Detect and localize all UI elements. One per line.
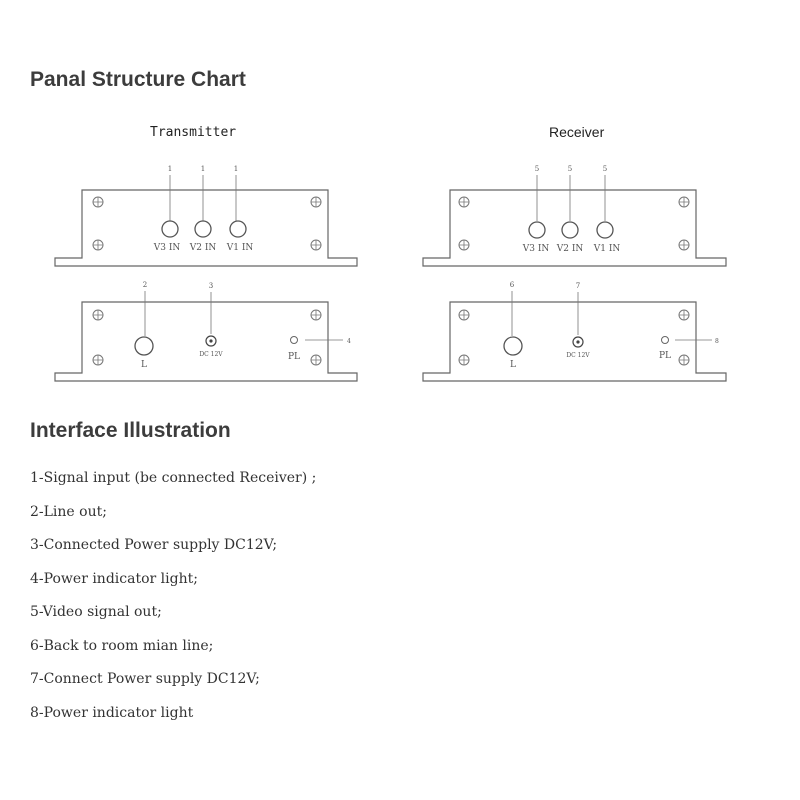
callout-number: 1 (168, 165, 172, 173)
video-input-jack (161, 220, 179, 238)
list-item: 6-Back to room mian line; (30, 637, 214, 654)
callout-number: 4 (347, 338, 351, 345)
callout-number: 5 (535, 165, 539, 173)
port-label: V3 IN (522, 244, 550, 254)
device-body-outline (422, 189, 727, 267)
list-item: 8-Power indicator light (30, 704, 194, 721)
list-item: 7-Connect Power supply DC12V; (30, 671, 260, 687)
device-body-outline (54, 189, 358, 267)
callout-number: 3 (209, 282, 213, 290)
mount-screws (458, 196, 690, 251)
list-item: 3-Connected Power supply DC12V; (30, 537, 278, 553)
mount-screws (458, 309, 690, 366)
line-out-jack (134, 336, 154, 356)
video-output-jack (596, 221, 614, 239)
line-label: L (510, 360, 516, 370)
callout-number: 6 (510, 281, 515, 289)
port-label: V1 IN (226, 243, 254, 253)
receiver-back-panel: 6 L 7 DC 12V 8 PL (422, 281, 727, 382)
callout-number: 8 (715, 338, 719, 345)
receiver-front-panel: 5 5 5 V3 IN V2 IN V1 IN (422, 165, 727, 267)
port-label: V2 IN (189, 243, 217, 253)
power-jack-label: DC 12V (199, 351, 223, 358)
panel-structure-heading: Panal Structure Chart (30, 68, 246, 91)
device-body-outline (54, 301, 358, 382)
mount-screws (92, 196, 322, 251)
video-output-jack (528, 221, 546, 239)
callout-number: 7 (576, 282, 580, 290)
port-label: V2 IN (556, 244, 584, 254)
list-item: 5-Video signal out; (30, 604, 162, 620)
video-output-jack (561, 221, 579, 239)
transmitter-front-panel: 1 1 1 V3 IN V2 IN V1 IN (54, 165, 358, 267)
panel-diagram: 1 1 1 V3 IN V2 IN V1 IN 2 L 3 DC 12V 4 P… (54, 165, 727, 382)
callout-number: 5 (603, 165, 607, 173)
power-indicator-label: PL (659, 351, 671, 361)
interface-illustration-list: 1-Signal input (be connected Receiver) ;… (30, 468, 316, 736)
line-jack (503, 336, 523, 356)
power-jack-label: DC 12V (566, 352, 590, 359)
list-item: 4-Power indicator light; (30, 570, 198, 587)
callout-number: 2 (143, 281, 147, 289)
video-input-jack (229, 220, 247, 238)
power-indicator-light (290, 336, 298, 344)
power-indicator-light (661, 336, 669, 344)
port-label: V3 IN (153, 243, 181, 253)
list-item: 1-Signal input (be connected Receiver) ; (30, 470, 317, 486)
device-body-outline (422, 301, 727, 382)
transmitter-back-panel: 2 L 3 DC 12V 4 PL (54, 281, 358, 382)
callout-number: 1 (201, 165, 205, 173)
receiver-title: Receiver (549, 124, 605, 140)
line-out-label: L (141, 360, 147, 370)
power-indicator-label: PL (288, 352, 300, 362)
transmitter-title: Transmitter (150, 125, 237, 140)
callout-number: 1 (234, 165, 238, 173)
callout-number: 5 (568, 165, 572, 173)
interface-illustration-heading: Interface Illustration (30, 419, 231, 442)
port-label: V1 IN (593, 244, 621, 254)
list-item: 2-Line out; (30, 503, 107, 520)
video-input-jack (194, 220, 212, 238)
mount-screws (92, 309, 322, 366)
